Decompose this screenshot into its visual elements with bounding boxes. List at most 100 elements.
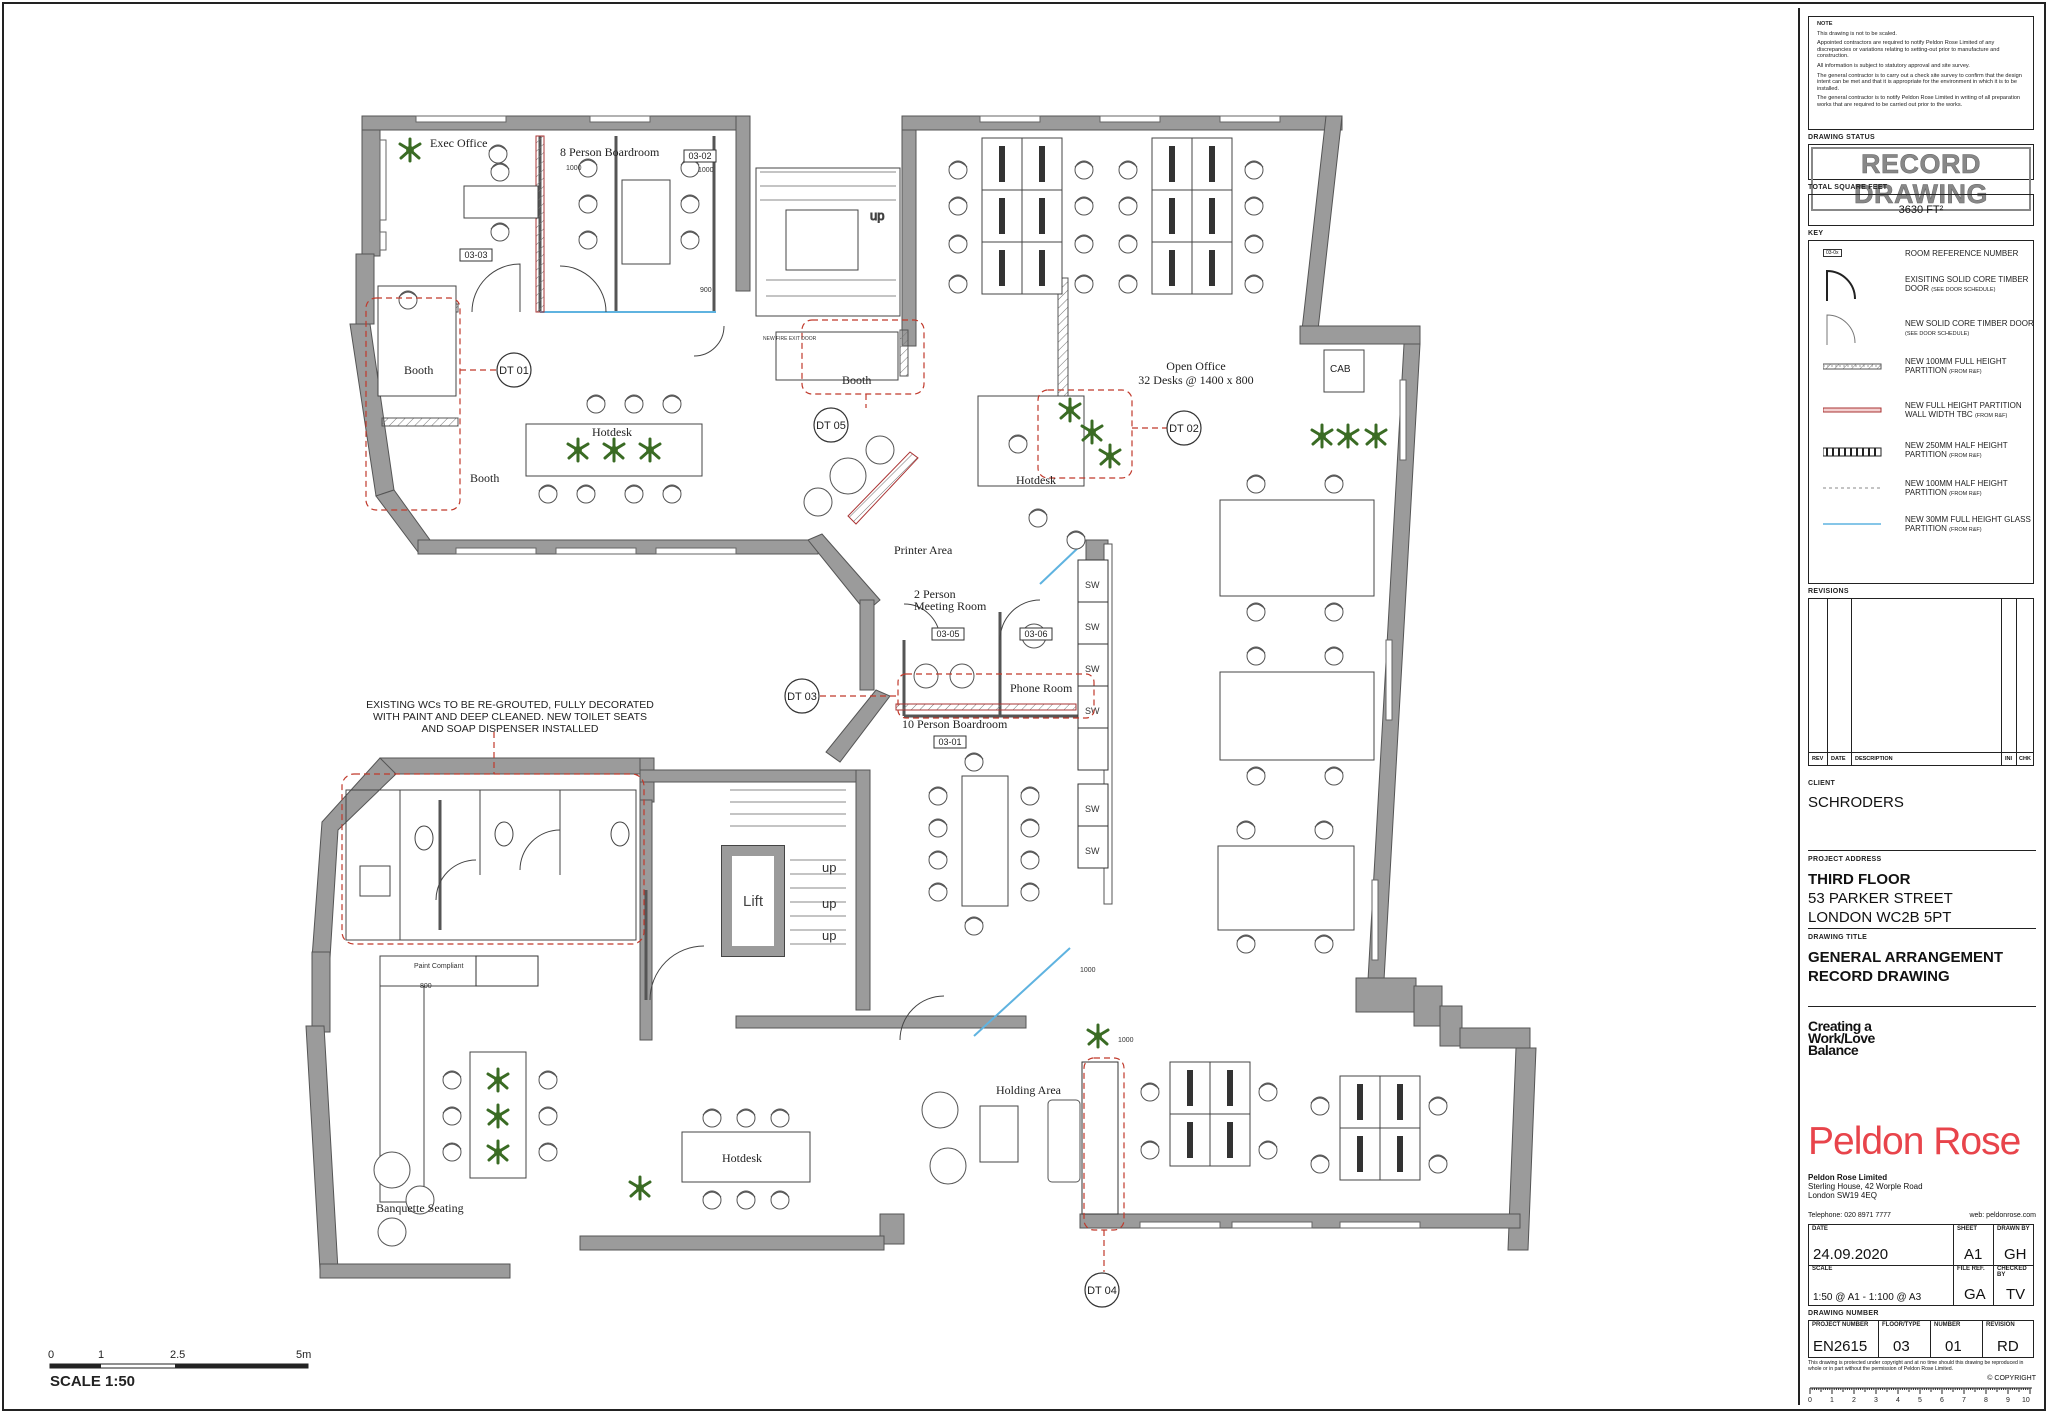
ruler-4: 4 [1896,1397,1900,1404]
key-existing-door-label: EXISITING SOLID CORE TIMBER DOOR [1905,275,2029,293]
scale-tick-2-5: 2.5 [170,1349,185,1361]
drawn-label: DRAWN BY [1997,1226,2030,1232]
rev-col-chk: CHK [2019,756,2031,762]
key-partition-100: NEW 100MM FULL HEIGHT PARTITION (FROM R&… [1905,357,2035,377]
room-ref-03-03: 03-03 [464,250,487,260]
key-half-250-label: NEW 250MM HALF HEIGHT PARTITION [1905,441,2008,459]
key-existing-door: EXISITING SOLID CORE TIMBER DOOR (SEE DO… [1905,275,2035,295]
drawing-status-label: DRAWING STATUS [1808,134,1875,141]
partition-100-icon [1823,363,1882,370]
revisions-header: REV DATE DESCRIPTION INI CHK [1809,752,2033,765]
label-hotdesk-1: Hotdesk [592,425,632,439]
drawing-status-box: RECORD DRAWING [1808,144,2034,211]
copyright-note: This drawing is protected under copyrigh… [1808,1360,2024,1372]
callout-dt02-label: DT 02 [1169,423,1199,435]
label-open-office-desks: 32 Desks @ 1400 x 800 [1138,373,1253,387]
checked-value: TV [2006,1286,2026,1303]
callout-dt01-label: DT 01 [499,365,529,377]
label-hotdesk-3: Hotdesk [722,1151,762,1165]
address-label: PROJECT ADDRESS [1808,856,1882,863]
ruler-7: 7 [1962,1397,1966,1404]
company-address-line-1: Sterling House, 42 Worple Road [1808,1182,1923,1191]
key-partition-tbc: NEW FULL HEIGHT PARTITION WALL WIDTH TBC… [1905,401,2035,421]
key-half-250: NEW 250MM HALF HEIGHT PARTITION (FROM R&… [1905,441,2035,461]
scale-field-label: SCALE [1812,1266,1833,1272]
client-name: SCHRODERS [1808,794,1904,811]
paint-compliant-label: Paint Compliant [414,963,463,970]
key-ref-symbol: 03-0x [1823,249,1842,257]
label-cab: CAB [1330,364,1351,375]
key-glass-sub: (FROM R&F) [1949,527,1982,533]
scale-tick-5m: 5m [296,1349,311,1361]
up-label-2: up [822,860,836,875]
washrooms [345,789,637,987]
room-ref-03-06: 03-06 [1024,629,1047,639]
ruler-1: 1 [1830,1397,1834,1404]
label-open-office: Open Office [1166,359,1225,373]
callout-dt05-label: DT 05 [816,420,846,432]
address-line-1: THIRD FLOOR [1808,871,1911,888]
date-value: 24.09.2020 [1813,1246,1889,1263]
detail-zones [341,297,1168,1272]
drawing-title-label: DRAWING TITLE [1808,934,1868,941]
date-label: DATE [1812,1226,1828,1232]
up-label-1: up [870,208,884,223]
up-label-4: up [822,928,836,943]
key-half-100-sub: (FROM R&F) [1949,491,1982,497]
revision-label: REVISION [1986,1322,2015,1328]
note-3: All information is subject to statutory … [1817,62,1970,69]
room-labels: Exec Office 8 Person Boardroom Booth Boo… [376,136,1351,1215]
key-partition-tbc-label: NEW FULL HEIGHT PARTITION WALL WIDTH TBC [1905,401,2022,419]
peldon-rose-logo: Peldon Rose [1808,1120,2021,1163]
ruler-6: 6 [1940,1397,1944,1404]
dim-900: 900 [700,287,712,294]
sw-label-3: SW [1085,664,1100,674]
rev-col-ini: INI [2005,756,2013,762]
windows [379,115,1421,1229]
note-2: Appointed contractors are required to no… [1817,40,2000,60]
rev-col-description: DESCRIPTION [1855,756,1893,762]
project-number-value: EN2615 [1813,1338,1868,1355]
ruler-3: 3 [1874,1397,1878,1404]
half-250-icon [1823,447,1882,457]
label-holding-area: Holding Area [996,1083,1062,1097]
label-printer-area: Printer Area [894,543,953,557]
client-label: CLIENT [1808,780,1836,787]
note-5: The general contractor is to notify Peld… [1817,95,2021,108]
ruler-9: 9 [2006,1397,2010,1404]
tagline-line-3: Balance [1808,1042,1859,1058]
drawing-number-label: DRAWING NUMBER [1808,1310,1879,1317]
label-hotdesk-2: Hotdesk [1016,473,1056,487]
label-booth-2: Booth [470,471,499,485]
key-existing-door-sub: (SEE DOOR SCHEDULE) [1931,287,1996,293]
note-title: NOTE [1817,21,1833,27]
key-new-door-label: NEW SOLID CORE TIMBER DOOR [1905,319,2034,328]
fire-exit-label: NEW FIRE EXIT DOOR [763,336,817,342]
plants [398,137,1388,1201]
floor-type-value: 03 [1893,1338,1910,1355]
key-new-door-sub: (SEE DOOR SCHEDULE) [1905,331,1970,337]
key-partition-100-label: NEW 100MM FULL HEIGHT PARTITION [1905,357,2007,375]
ruler-8: 8 [1984,1397,1988,1404]
rev-col-date: DATE [1831,756,1846,762]
label-2-person: 2 Person [914,587,956,601]
company-address: Peldon Rose Limited Sterling House, 42 W… [1808,1173,1923,1200]
rev-col-rev: REV [1812,756,1824,762]
label-banquette-seating: Banquette Seating [376,1201,464,1215]
up-label-3: up [822,896,836,911]
partition-tbc-icon [1823,407,1882,413]
ruler-5: 5 [1918,1397,1922,1404]
doors [471,263,1041,1041]
sw-label-5: SW [1085,804,1100,814]
sw-label-2: SW [1085,622,1100,632]
number-label: NUMBER [1934,1322,1961,1328]
total-sqft: 3630 FT² [1808,194,2034,226]
scale-tick-1: 1 [98,1349,104,1361]
sw-label-4: SW [1085,706,1100,716]
scale-bar: 0 1 2.5 5m SCALE 1:50 [48,1349,311,1390]
key-glass-label: NEW 30MM FULL HEIGHT GLASS PARTITION [1905,515,2031,533]
key-half-100: NEW 100MM HALF HEIGHT PARTITION (FROM R&… [1905,479,2035,499]
partitions [438,136,1081,1037]
company-telephone: Telephone: 020 8971 7777 [1808,1212,1891,1219]
